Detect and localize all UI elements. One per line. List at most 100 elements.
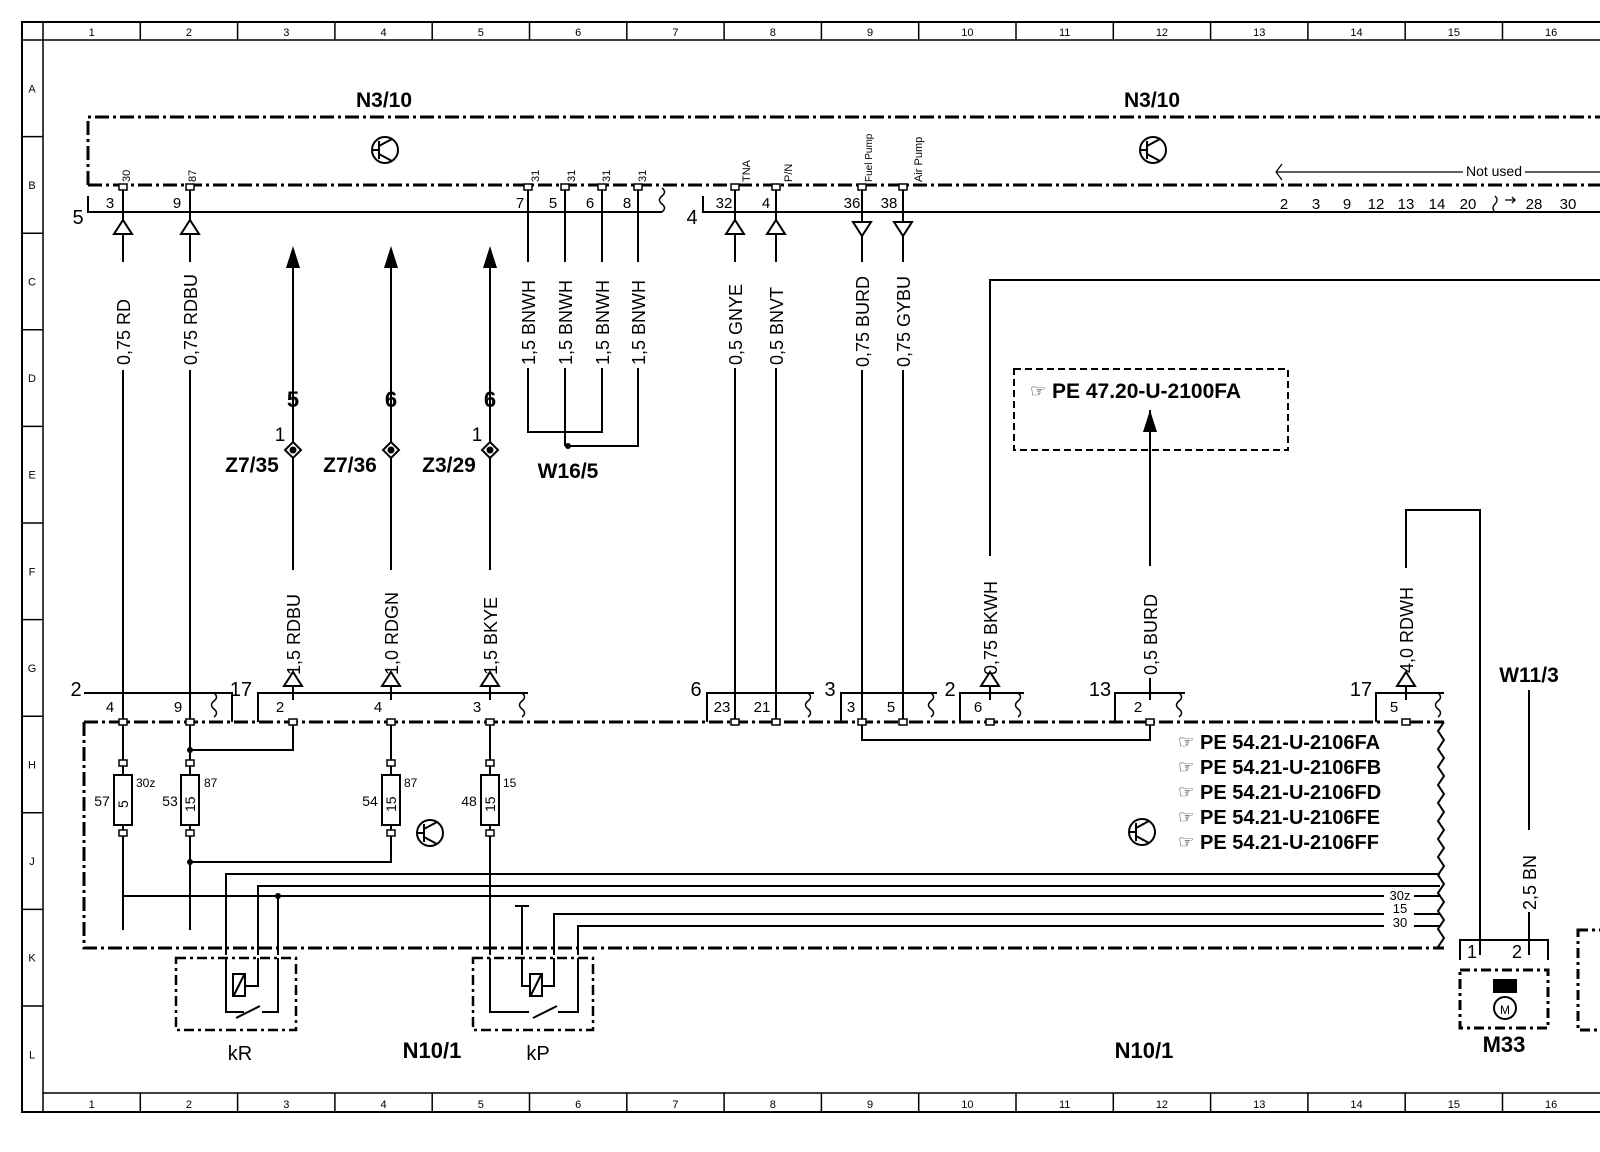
fuse-terminal: 87 xyxy=(404,776,418,790)
pin-stubs xyxy=(118,183,1411,837)
pin-label: 28 xyxy=(1526,196,1543,213)
pin-label: 3 xyxy=(847,699,855,716)
grid-row-label: A xyxy=(28,83,36,95)
signal-arrows xyxy=(112,218,1417,687)
wire-label: 1,0 RDGN xyxy=(382,592,402,675)
grid-row-label: K xyxy=(28,953,36,965)
splice-name: Z7/35 xyxy=(225,454,279,477)
junction-dot xyxy=(275,893,281,899)
component-label: M33 xyxy=(1483,1032,1526,1057)
grid-row-label: J xyxy=(29,856,35,868)
connector-number: 3 xyxy=(824,679,835,701)
pin-label: 32 xyxy=(716,195,733,212)
pin-label: 14 xyxy=(1429,196,1446,213)
relay-label: kP xyxy=(526,1043,549,1065)
continuation-arrows xyxy=(286,246,1157,432)
connector-number: 6 xyxy=(690,679,701,701)
grid-column-label: 11 xyxy=(1059,27,1070,39)
n10-1-connectors xyxy=(84,692,1444,722)
fuse-terminal: 15 xyxy=(503,776,517,790)
grid-column-label: 16 xyxy=(1545,1099,1557,1111)
wire-label: 0,75 BKWH xyxy=(981,581,1001,675)
grid-column-label: 9 xyxy=(867,27,873,39)
wire-label: 0,75 BURD xyxy=(853,276,873,367)
pin-label: 3 xyxy=(106,195,114,212)
n3-10-boundary xyxy=(86,115,1600,185)
pin-label: 2 xyxy=(1134,699,1142,716)
pin-label: 9 xyxy=(173,195,181,212)
wire-label: 0,5 BNVT xyxy=(767,287,787,365)
splice-pin: 1 xyxy=(472,425,483,446)
pin-label: 30 xyxy=(1560,196,1577,213)
grid-column-label: 15 xyxy=(1448,27,1460,39)
grid-column-label: 12 xyxy=(1156,27,1168,39)
grid-column-label: 5 xyxy=(478,1099,484,1111)
grid-column-label: 4 xyxy=(380,1099,386,1111)
m33-box xyxy=(1458,968,1550,1030)
pin-label: 36 xyxy=(844,195,861,212)
pin-label: 4 xyxy=(762,195,770,212)
grid-column-label: 3 xyxy=(283,27,289,39)
relay-kp-symbol xyxy=(489,958,579,1019)
relay-label: kR xyxy=(228,1043,252,1065)
grid-column-label: 13 xyxy=(1253,27,1265,39)
grid-column-label: 8 xyxy=(770,1099,776,1111)
splice-dot xyxy=(565,443,571,449)
grid-column-label: 4 xyxy=(380,27,386,39)
grid-column-label: 12 xyxy=(1156,1099,1168,1111)
pin-label: 1 xyxy=(1467,942,1477,962)
reference-text: PE 54.21-U-2106FE xyxy=(1200,807,1380,829)
pin-label: 13 xyxy=(1398,196,1415,213)
grid-row-label: L xyxy=(29,1049,35,1061)
n3-10-title-left: N3/10 xyxy=(356,89,412,112)
signal-label: 31 xyxy=(637,170,649,182)
pin-label: 4 xyxy=(374,699,382,716)
grid-column-label: 9 xyxy=(867,1099,873,1111)
pin-label: 3 xyxy=(473,699,481,716)
fuse-rating: 15 xyxy=(482,796,498,812)
connector-number: 13 xyxy=(1089,679,1111,701)
wire-label: 0,75 GYBU xyxy=(894,276,914,367)
grid-row-label: D xyxy=(28,373,36,385)
grid-column-label: 10 xyxy=(961,27,973,39)
svg-text:M: M xyxy=(1500,1003,1510,1017)
wire-label: 2,5 BN xyxy=(1520,855,1540,910)
reference-text: PE 54.21-U-2106FB xyxy=(1200,757,1381,779)
connector-number: 17 xyxy=(230,679,252,701)
svg-text:☞: ☞ xyxy=(1178,832,1194,852)
n10-1-boundary-break xyxy=(1436,721,1446,948)
grid-column-label: 14 xyxy=(1350,1099,1362,1111)
junction-dot xyxy=(187,747,193,753)
grid-column-label: 3 xyxy=(283,1099,289,1111)
wire-label: 4,0 RDWH xyxy=(1397,587,1417,673)
connector-5-end xyxy=(658,187,666,213)
pin-label: 6 xyxy=(974,699,982,716)
svg-text:☞: ☞ xyxy=(1178,757,1194,777)
svg-text:☞: ☞ xyxy=(1178,782,1194,802)
ground-splice-name: W16/5 xyxy=(538,460,599,483)
grid-column-label: 16 xyxy=(1545,27,1557,39)
pin-label: 23 xyxy=(714,699,731,716)
pin-label: 12 xyxy=(1368,196,1385,213)
grid-column-label: 15 xyxy=(1448,1099,1460,1111)
splice-ref: 6 xyxy=(385,387,397,412)
grid-column-label: 8 xyxy=(770,27,776,39)
signal-label: 87 xyxy=(187,170,199,182)
fuse-number: 57 xyxy=(94,793,110,809)
grid-row-label: G xyxy=(28,663,37,675)
grid-labels: 1122334455667788991010111112121313141415… xyxy=(28,27,1558,1111)
grid-row-label: H xyxy=(28,760,36,772)
transistor-icon xyxy=(416,819,444,847)
pin-label: 5 xyxy=(549,195,557,212)
pin-label: 9 xyxy=(174,699,182,716)
pin-label: 2 xyxy=(276,699,284,716)
bus-label: 15 xyxy=(1393,901,1407,916)
adjacent-component-box xyxy=(1576,928,1600,1032)
wire-label: 1,5 BKYE xyxy=(481,597,501,675)
pin-label: 9 xyxy=(1343,196,1351,213)
connector-number: 2 xyxy=(944,679,955,701)
grid-row-label: B xyxy=(28,180,35,192)
fuse-number: 48 xyxy=(461,793,477,809)
transistor-icon xyxy=(1139,136,1167,164)
fuse-terminal: 87 xyxy=(204,776,218,790)
